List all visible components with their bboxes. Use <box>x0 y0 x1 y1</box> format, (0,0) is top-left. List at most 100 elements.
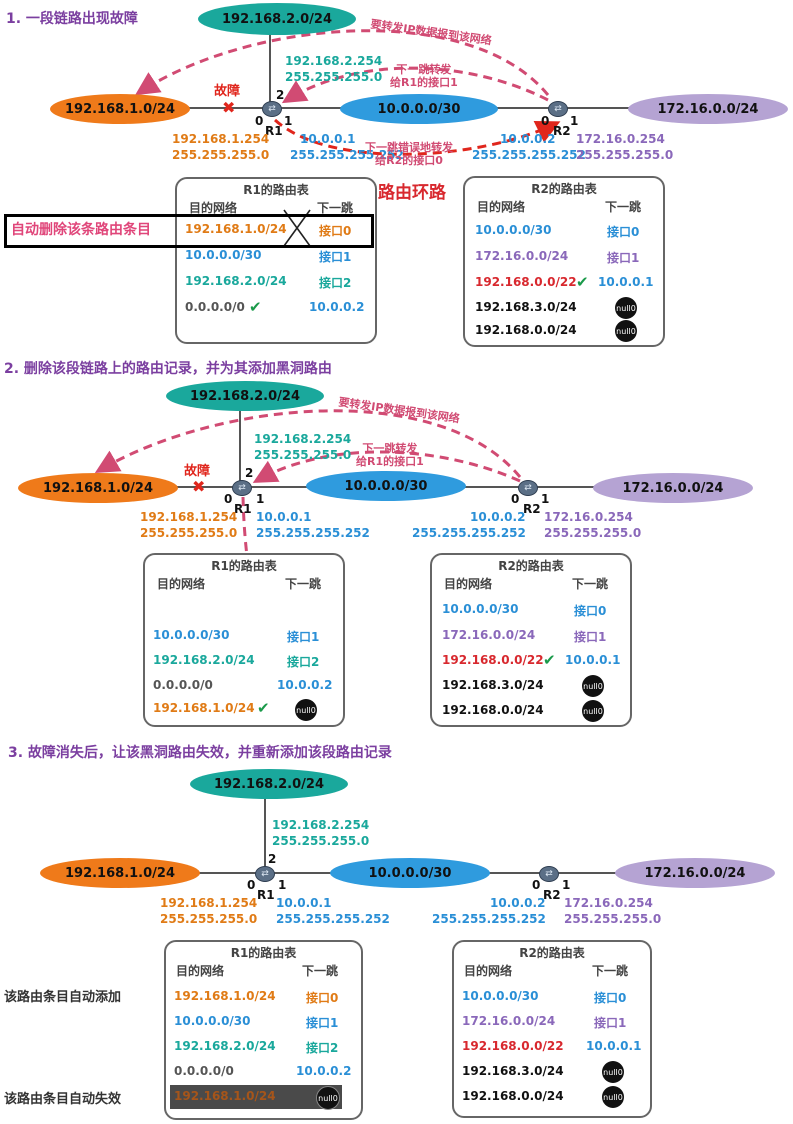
table-row: 192.168.1.0/24 接口0 <box>174 989 339 1005</box>
port-label: 0 <box>541 114 550 128</box>
next-hop-note: 下一跳转发给R1的接口1 <box>390 63 458 89</box>
table-row: 10.0.0.0/30 接口0 <box>462 989 627 1005</box>
router-r1-label: R1 <box>234 502 252 516</box>
table-row: 172.16.0.0/24 接口1 <box>462 1014 627 1030</box>
network-192-168-1: 192.168.1.0/24 <box>18 473 178 503</box>
next-hop-header: 下一跳 <box>285 577 322 591</box>
table-row: 172.16.0.0/24 接口1 <box>475 249 640 265</box>
step1-title: 1. 一段链路出现故障 <box>6 11 138 27</box>
next-hop-header: 下一跳 <box>302 964 339 978</box>
r2-routing-table-2: R2的路由表 目的网络 下一跳 10.0.0.0/30 接口0 172.16.0… <box>430 553 632 727</box>
next-hop-note: 下一跳转发给R1的接口1 <box>356 442 424 468</box>
port-label: 0 <box>224 492 233 506</box>
network-172-16-0: 172.16.0.0/24 <box>628 94 788 124</box>
table-title: R1的路由表 <box>230 946 297 960</box>
check-icon: ✔ <box>543 651 556 669</box>
dest-header: 目的网络 <box>444 577 493 591</box>
null0-icon: null0 <box>615 297 637 319</box>
network-192-168-1: 192.168.1.0/24 <box>50 94 190 124</box>
null0-icon: null0 <box>582 675 604 697</box>
table-title: R2的路由表 <box>519 946 585 960</box>
network-172-16-0: 172.16.0.0/24 <box>593 473 753 503</box>
fault-label: 故障 <box>214 84 241 99</box>
cross-icon: ✖ <box>222 98 236 117</box>
router-r1-label: R1 <box>265 124 283 138</box>
next-hop-header: 下一跳 <box>592 964 629 978</box>
port-label: 1 <box>570 114 579 128</box>
table-row: 192.168.0.0/24 null0 <box>454 1086 650 1111</box>
routing-loop-label: 路由环路 <box>378 183 446 203</box>
table-row: 192.168.0.0/22 ✔ 10.0.0.1 <box>442 651 621 669</box>
check-icon: ✔ <box>257 699 270 717</box>
deleted-entry-box <box>4 214 374 248</box>
table-row: 10.0.0.0/30 接口1 <box>174 1014 339 1030</box>
table-row: 192.168.3.0/24 null0 <box>465 297 663 322</box>
step2-title: 2. 删除该段链路上的路由记录，并为其添加黑洞路由 <box>4 361 332 377</box>
router-r2-label: R2 <box>553 124 571 138</box>
port-label: 0 <box>247 878 256 892</box>
dest-header: 目的网络 <box>464 964 513 978</box>
auto-add-label: 该路由条目自动添加 <box>4 990 122 1005</box>
r1-routing-table-1: R1的路由表 目的网络 下一跳 192.168.1.0/24 接口0 10.0.… <box>175 177 377 344</box>
next-hop-header: 下一跳 <box>572 577 609 591</box>
table-row: 0.0.0.0/0 ✔ 10.0.0.2 <box>185 298 365 316</box>
network-10-0-0: 10.0.0.0/30 <box>330 858 490 888</box>
r1-routing-table-3: R1的路由表 目的网络 下一跳 192.168.1.0/24 接口0 10.0.… <box>164 940 363 1120</box>
dest-header: 目的网络 <box>157 577 206 591</box>
network-172-16-0: 172.16.0.0/24 <box>615 858 775 888</box>
null0-icon: null0 <box>602 1086 624 1108</box>
table-row: 192.168.0.0/24 null0 <box>465 320 663 345</box>
cross-icon: ✖ <box>192 477 206 496</box>
network-192-168-2: 192.168.2.0/24 <box>166 381 324 411</box>
router-icon: ⇄ <box>232 480 252 496</box>
wrong-hop-note: 下一跳错误地转发给R2的接口0 <box>365 141 453 167</box>
port-label: 2 <box>276 88 285 102</box>
router-icon: ⇄ <box>262 101 282 117</box>
table-row: 192.168.3.0/24 null0 <box>454 1061 650 1086</box>
check-icon: ✔ <box>576 273 589 291</box>
next-hop-header: 下一跳 <box>317 201 354 215</box>
null0-icon: null0 <box>615 320 637 342</box>
fault-label: 故障 <box>184 464 211 479</box>
network-192-168-2: 192.168.2.0/24 <box>198 3 356 35</box>
table-row: 192.168.2.0/24 接口2 <box>185 274 352 290</box>
port-label: 0 <box>532 878 541 892</box>
r1-routing-table-2: R1的路由表 目的网络 下一跳 10.0.0.0/30 接口1 192.168.… <box>143 553 345 727</box>
table-row: 192.168.2.0/24 接口2 <box>153 653 320 669</box>
router-r2-label: R2 <box>523 502 541 516</box>
port-label: 2 <box>268 852 277 866</box>
port-label: 1 <box>256 492 265 506</box>
next-hop-header: 下一跳 <box>605 200 642 214</box>
table-row: 192.168.2.0/24 接口2 <box>174 1039 339 1055</box>
table-row: 0.0.0.0/0 10.0.0.2 <box>174 1064 352 1078</box>
network-192-168-1: 192.168.1.0/24 <box>40 858 200 888</box>
router-icon: ⇄ <box>518 480 538 496</box>
table-title: R2的路由表 <box>531 182 597 196</box>
table-row: 10.0.0.0/30 接口1 <box>185 248 352 264</box>
router-icon: ⇄ <box>255 866 275 882</box>
router-r1-label: R1 <box>257 888 275 902</box>
table-row: 192.168.3.0/24 null0 <box>432 675 630 700</box>
table-title: R2的路由表 <box>498 559 564 573</box>
table-row: 192.168.0.0/22 ✔ 10.0.0.1 <box>475 273 654 291</box>
table-row: 192.168.1.0/24 接口0 <box>185 222 352 238</box>
dest-header: 目的网络 <box>477 200 526 214</box>
network-192-168-2: 192.168.2.0/24 <box>190 769 348 799</box>
table-row: 10.0.0.0/30 接口0 <box>442 602 607 618</box>
port-label: 1 <box>541 492 550 506</box>
table-row: 192.168.1.0/24 ✔ null0 <box>145 699 343 723</box>
router-icon: ⇄ <box>539 866 559 882</box>
table-row: 10.0.0.0/30 接口1 <box>153 628 320 644</box>
port-label: 2 <box>245 466 254 480</box>
